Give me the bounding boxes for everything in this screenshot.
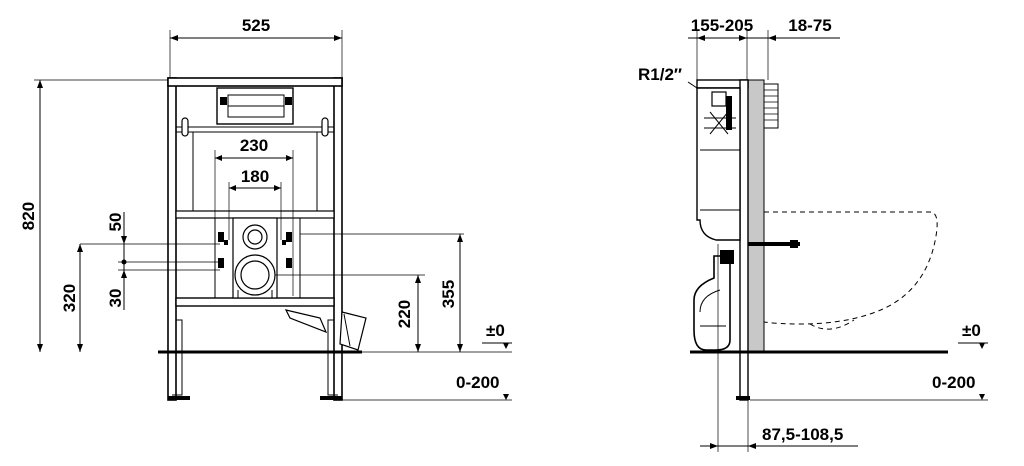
width-label: 525: [242, 16, 270, 35]
side-view: 155-205 18-75 R1/2″ ±0: [638, 16, 988, 452]
wall-section: [747, 79, 765, 353]
wall-gap-label: 18-75: [788, 16, 831, 35]
front-view: 525 820: [19, 16, 512, 401]
side-foot-range-label: 0-200: [932, 373, 975, 392]
inlet-height-label: 320: [60, 284, 79, 312]
mounting-bolts: [218, 232, 292, 268]
height-label: 820: [19, 202, 38, 230]
drain-pipe: [693, 255, 731, 351]
drain-elbow: [284, 309, 367, 351]
outer-spacing-label: 230: [240, 136, 268, 155]
top-crossbar: [167, 77, 343, 87]
side-floor-zero-label: ±0: [962, 321, 981, 340]
floor-zero-label: ±0: [486, 321, 505, 340]
toilet-outline: [763, 211, 938, 325]
mid-crossbar: [175, 210, 335, 219]
upper-offset-label: 50: [106, 213, 125, 232]
bolt-distance-label: 87,5-108,5: [762, 425, 843, 444]
inner-spacing-label: 180: [241, 167, 269, 186]
drain-height-label: 220: [395, 300, 414, 328]
lower-offset-label: 30: [106, 289, 125, 308]
connection-label: R1/2″: [638, 65, 682, 84]
depth-label: 155-205: [691, 16, 753, 35]
cistern-body: [696, 87, 741, 241]
foot-range-label: 0-200: [456, 373, 499, 392]
bottom-crossbar: [175, 297, 335, 307]
flange-height-label: 355: [439, 280, 458, 308]
